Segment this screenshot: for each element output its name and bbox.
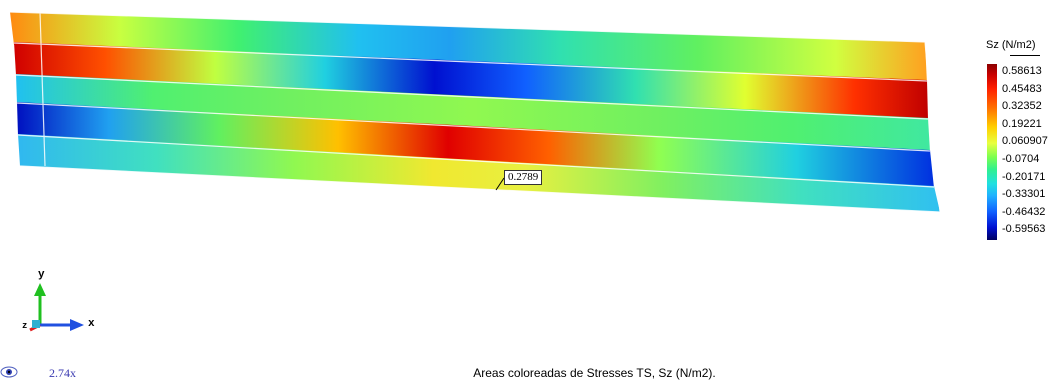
status-bar: 2.74x Areas coloreadas de Stresses TS, S… — [0, 362, 1059, 385]
contour-strip-3 — [16, 74, 930, 152]
contour-strip-4 — [17, 102, 934, 188]
legend-value: 0.060907 — [1002, 135, 1048, 148]
legend-value: -0.59563 — [1002, 223, 1046, 236]
legend-title-underline — [1010, 55, 1040, 56]
legend-value: 0.32352 — [1002, 100, 1042, 113]
legend-value: 0.19221 — [1002, 117, 1042, 130]
axes-triad — [29, 283, 84, 332]
probe-leader — [495, 177, 505, 191]
legend-value: -0.33301 — [1002, 188, 1046, 201]
element-edges — [9, 11, 941, 213]
legend-value: 0.45483 — [1002, 82, 1042, 95]
legend-value: -0.0704 — [1002, 152, 1040, 165]
zoom-level: 2.74x — [49, 366, 76, 380]
legend-value: -0.20171 — [1002, 170, 1046, 183]
legend-value: -0.46432 — [1002, 205, 1046, 218]
legend-title: Sz (N/m2) — [986, 39, 1036, 51]
eye-icon[interactable] — [0, 365, 18, 379]
axis-x-label: x — [88, 318, 95, 330]
contour-strip-1 — [10, 12, 927, 84]
legend-value: 0.58613 — [1002, 65, 1042, 77]
axis-z-label: z — [22, 321, 28, 331]
view-caption: Areas coloreadas de Stresses TS, Sz (N/m… — [473, 366, 716, 380]
legend-color-bar — [987, 64, 997, 240]
contour-strip-5 — [18, 134, 940, 212]
legend-values: 0.58613 0.45483 0.32352 0.19221 0.060907… — [1002, 63, 1048, 239]
contour-strip-2 — [14, 42, 928, 120]
axis-y-label: y — [38, 269, 45, 281]
probe-value-label: 0.2789 — [504, 170, 543, 185]
